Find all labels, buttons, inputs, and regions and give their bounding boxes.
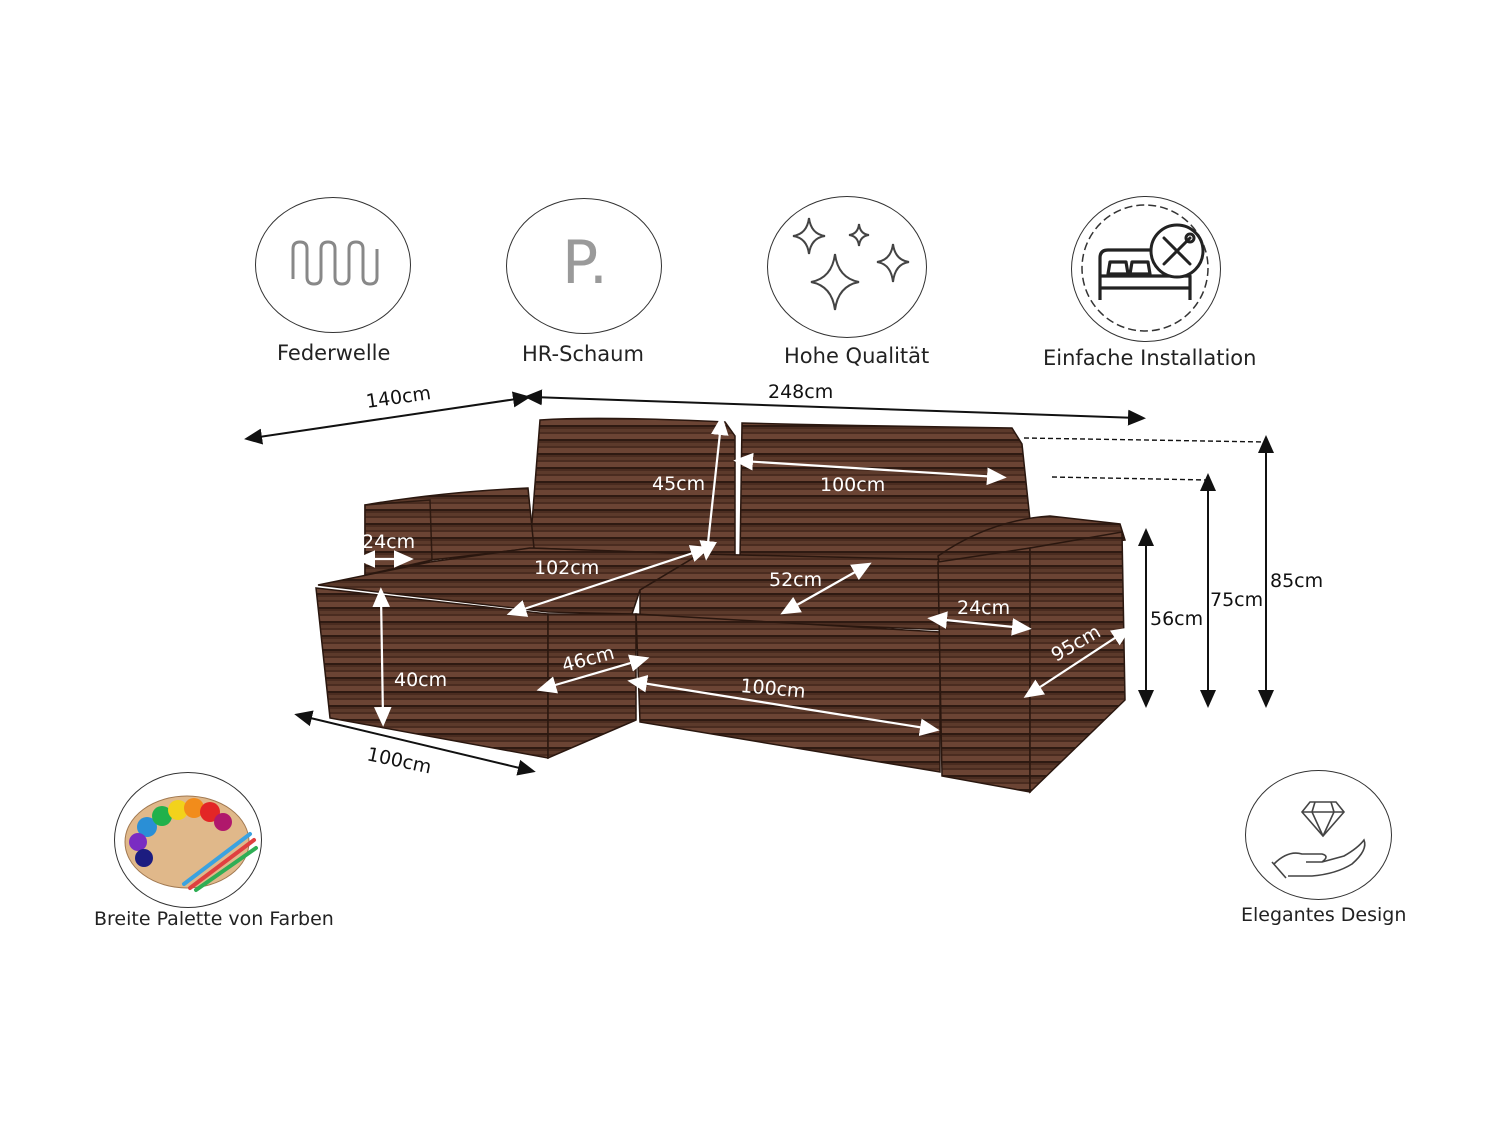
bed-tools-icon [1081, 204, 1209, 332]
palette-label: Breite Palette von Farben [94, 908, 334, 930]
dim-total-height: 85cm [1270, 570, 1323, 592]
hohe-qualitaet-circle [767, 196, 927, 338]
dimension-lines [244, 389, 1274, 776]
chaise-side [547, 613, 637, 760]
dim-depth-top: 140cm [365, 382, 433, 413]
design-label: Elegantes Design [1241, 904, 1407, 926]
spring-icon [291, 240, 379, 286]
armrest-right-top [937, 515, 1126, 567]
dim-back-width: 100cm [820, 474, 885, 496]
dim-base-height: 40cm [394, 669, 447, 691]
feature-installation: Einfache Installation [1040, 196, 1270, 382]
feature-hohe-qualitaet: Hohe Qualität [767, 196, 937, 380]
dim-seat-height: 56cm [1150, 608, 1203, 630]
feature-design: Elegantes Design [1240, 770, 1415, 935]
dim-chaise-length: 102cm [534, 557, 599, 579]
hr-schaum-label: HR-Schaum [522, 342, 644, 366]
federwelle-circle [255, 197, 411, 333]
dim-width-total: 248cm [768, 381, 833, 403]
armrest-right-front [937, 547, 1031, 793]
color-palette-icon [124, 795, 258, 892]
feature-hr-schaum: P. HR-Schaum [506, 198, 666, 378]
federwelle-label: Federwelle [277, 341, 391, 365]
dim-arm-left: 24cm [362, 531, 415, 553]
feature-federwelle: Federwelle [255, 197, 411, 377]
dim-arm-height: 75cm [1210, 589, 1263, 611]
hr-schaum-circle [506, 198, 662, 334]
feature-palette: Breite Palette von Farben [92, 772, 342, 937]
hohe-qualitaet-label: Hohe Qualität [784, 344, 930, 368]
foam-p-icon: P. [562, 228, 608, 298]
design-circle [1245, 770, 1392, 900]
dim-chaise-width: 100cm [365, 743, 433, 778]
installation-label: Einfache Installation [1043, 346, 1257, 370]
dim-arm-right: 24cm [957, 597, 1010, 619]
hand-diamond-icon [1271, 801, 1366, 879]
dimension-lines-on-sofa [355, 415, 1132, 736]
sparkle-icon [792, 217, 910, 311]
dim-back-height: 45cm [652, 473, 705, 495]
dim-seat-depth: 52cm [769, 569, 822, 591]
